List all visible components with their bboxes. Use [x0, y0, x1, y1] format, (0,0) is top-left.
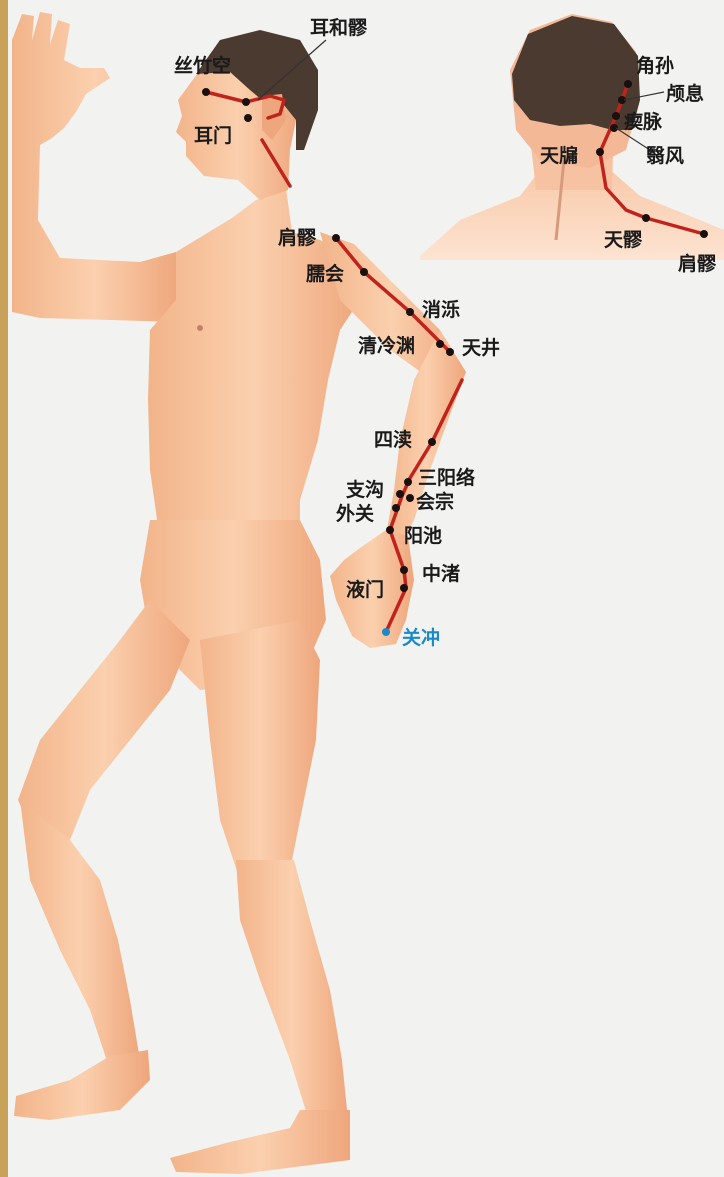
raised-thigh — [18, 600, 190, 850]
standing-shin — [236, 860, 348, 1124]
label-yifeng: 翳风 — [646, 145, 684, 167]
label-jiaosun: 角孙 — [636, 54, 674, 77]
label-waiguan: 外关 — [336, 502, 374, 525]
label-sizhukong: 丝竹空 — [174, 54, 231, 77]
point-dot — [360, 268, 368, 276]
label-qinglengyuan: 清冷渊 — [358, 334, 415, 357]
label-zhongzhu: 中渚 — [422, 562, 460, 585]
point-dot — [242, 98, 250, 106]
point-dot — [392, 504, 400, 512]
label-tianyou: 天牖 — [540, 144, 578, 167]
point-dot — [446, 348, 454, 356]
nipple-mark — [197, 325, 203, 331]
label-luxi: 颅息 — [666, 82, 704, 105]
label-jianliao: 肩髎 — [278, 226, 317, 249]
standing-thigh — [200, 620, 320, 880]
label-yangchi: 阳池 — [404, 524, 442, 547]
point-dot — [332, 234, 340, 242]
inset-back-view — [420, 14, 724, 260]
inset-hair — [512, 16, 640, 130]
label-yemen: 液门 — [346, 578, 384, 601]
point-dot — [612, 112, 620, 120]
label-xiaoluo: 消泺 — [422, 298, 460, 321]
label-ermen: 耳门 — [194, 124, 232, 147]
point-dot — [624, 80, 632, 88]
point-dot — [642, 214, 650, 222]
label-tianliao: 天髎 — [604, 229, 643, 251]
label-zhigou: 支沟 — [345, 478, 384, 501]
point-dot — [400, 566, 408, 574]
point-dot — [202, 88, 210, 96]
point-dot — [404, 478, 412, 486]
label-huizong: 会宗 — [416, 490, 454, 513]
point-dot — [436, 340, 444, 348]
label-chimai: 瘈脉 — [624, 110, 663, 133]
point-dot — [406, 494, 414, 502]
point-dot — [596, 148, 604, 156]
point-dot — [400, 584, 408, 592]
label-sidu: 四渎 — [374, 428, 412, 451]
point-dot — [386, 526, 394, 534]
raised-shin — [20, 800, 140, 1070]
label-erheliao: 耳和髎 — [310, 16, 368, 39]
label-tianjing: 天井 — [462, 337, 500, 359]
point-dot — [244, 114, 252, 122]
label-guanchong: 关冲 — [402, 626, 440, 649]
standing-foot — [170, 1110, 350, 1174]
label-inset-jianliao: 肩髎 — [678, 252, 717, 275]
point-dot — [700, 230, 708, 238]
label-sanyangluo: 三阳络 — [418, 466, 475, 489]
point-dot — [406, 308, 414, 316]
point-dot — [428, 438, 436, 446]
point-dot — [396, 490, 404, 498]
raised-arm — [12, 12, 178, 322]
raised-foot — [14, 1050, 150, 1120]
terminal-point-dot — [382, 628, 390, 636]
label-naohui: 臑会 — [306, 262, 344, 285]
body-silhouette — [12, 12, 466, 1174]
